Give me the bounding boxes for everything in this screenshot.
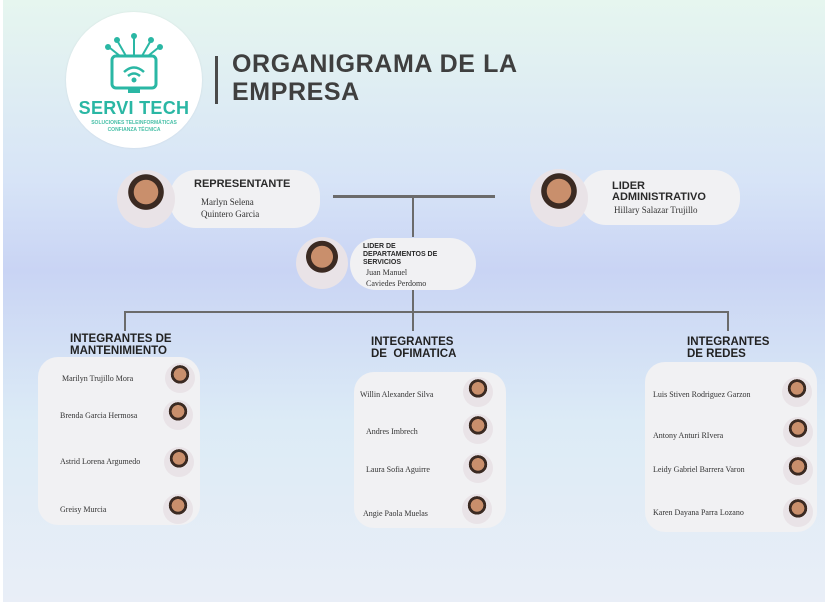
robot-monitor-icon xyxy=(105,33,163,93)
company-logo: SERVI TECH SOLUCIONES TELEINFORMÁTICAS C… xyxy=(66,12,202,148)
section-title-mantenimiento-2: MANTENIMIENTO xyxy=(70,345,167,357)
name-lider-servicios-1: Juan Manuel xyxy=(366,268,408,277)
avatar-mantenimiento-2 xyxy=(163,400,193,430)
connector-center xyxy=(412,311,414,331)
member-redes-4: Karen Dayana Parra Lozano xyxy=(653,508,744,517)
role-lider-administrativo-1: LIDER xyxy=(612,180,645,192)
avatar-ofimatica-2 xyxy=(463,414,493,444)
section-title-ofimatica: INTEGRANTES DE OFIMATICA xyxy=(371,336,456,360)
page-title-line2: EMPRESA xyxy=(232,78,360,106)
section-title-mantenimiento-1: INTEGRANTES DE xyxy=(70,333,172,345)
member-mantenimiento-2: Brenda Garcia Hermosa xyxy=(60,411,138,420)
connector-right xyxy=(727,311,729,331)
page-title-line1: ORGANIGRAMA DE LA xyxy=(232,50,518,78)
avatar-representante xyxy=(117,170,175,228)
connector-top xyxy=(333,195,495,198)
member-ofimatica-3: Laura Sofia Aguirre xyxy=(366,465,430,474)
avatar-lider-servicios xyxy=(296,237,348,289)
member-ofimatica-4: Angie Paola Muelas xyxy=(363,509,428,518)
logo-name: SERVI TECH xyxy=(78,98,190,118)
avatar-redes-3 xyxy=(783,455,813,485)
avatar-ofimatica-3 xyxy=(463,453,493,483)
role-representante: REPRESENTANTE xyxy=(194,178,291,190)
member-redes-3: Leidy Gabriel Barrera Varon xyxy=(653,465,745,474)
avatar-redes-4 xyxy=(783,497,813,527)
member-ofimatica-1: Willin Alexander Silva xyxy=(360,390,434,399)
member-mantenimiento-3: Astrid Lorena Argumedo xyxy=(60,457,141,466)
role-lider-servicios-3: SERVICIOS xyxy=(363,259,401,266)
connector-left xyxy=(124,311,126,331)
section-title-ofimatica-2: DE OFIMATICA xyxy=(371,348,457,360)
name-representante-1: Marlyn Selena xyxy=(201,197,254,207)
role-lider-servicios-1: LIDER DE xyxy=(363,243,396,250)
card-representante xyxy=(170,170,320,228)
section-title-redes-1: INTEGRANTES xyxy=(687,336,770,348)
avatar-redes-2 xyxy=(783,417,813,447)
logo-tagline-1: SOLUCIONES TELEINFORMÁTICAS xyxy=(91,120,177,126)
avatar-mantenimiento-4 xyxy=(163,494,193,524)
avatar-redes-1 xyxy=(782,377,812,407)
member-ofimatica-2: Andres Imbrech xyxy=(366,427,418,436)
member-redes-2: Antony Anturi RIvera xyxy=(653,431,724,440)
avatar-lider-administrativo xyxy=(530,169,588,227)
name-representante-2: Quintero Garcia xyxy=(201,209,260,219)
title-divider xyxy=(215,56,218,104)
avatar-mantenimiento-3 xyxy=(164,447,194,477)
connector-horizontal xyxy=(124,311,729,313)
avatar-mantenimiento-1 xyxy=(165,363,195,393)
name-lider-administrativo: Hillary Salazar Trujillo xyxy=(614,205,698,215)
connector-vertical xyxy=(412,197,414,237)
section-title-ofimatica-1: INTEGRANTES xyxy=(371,336,454,348)
section-title-redes-2: DE REDES xyxy=(687,348,746,360)
member-redes-1: Luis Stiven Rodriguez Garzon xyxy=(653,390,751,399)
card-lider-servicios xyxy=(350,238,476,290)
role-lider-servicios-2: DEPARTAMENTOS DE xyxy=(363,251,438,258)
page-title: ORGANIGRAMA DE LA EMPRESA xyxy=(232,50,612,106)
name-lider-servicios-2: Caviedes Perdomo xyxy=(366,279,427,288)
member-mantenimiento-4: Greisy Murcia xyxy=(60,505,107,514)
card-lider-administrativo xyxy=(580,170,740,225)
logo-tagline-2: CONFIANZA TÉCNICA xyxy=(107,127,161,133)
section-title-redes: INTEGRANTES DE REDES xyxy=(687,336,769,360)
section-title-mantenimiento: INTEGRANTES DE MANTENIMIENTO xyxy=(70,333,172,357)
avatar-ofimatica-4 xyxy=(462,494,492,524)
member-mantenimiento-1: Marilyn Trujillo Mora xyxy=(62,374,134,383)
connector-vertical-lower xyxy=(412,290,414,312)
avatar-ofimatica-1 xyxy=(463,377,493,407)
role-lider-administrativo-2: ADMINISTRATIVO xyxy=(612,191,706,203)
